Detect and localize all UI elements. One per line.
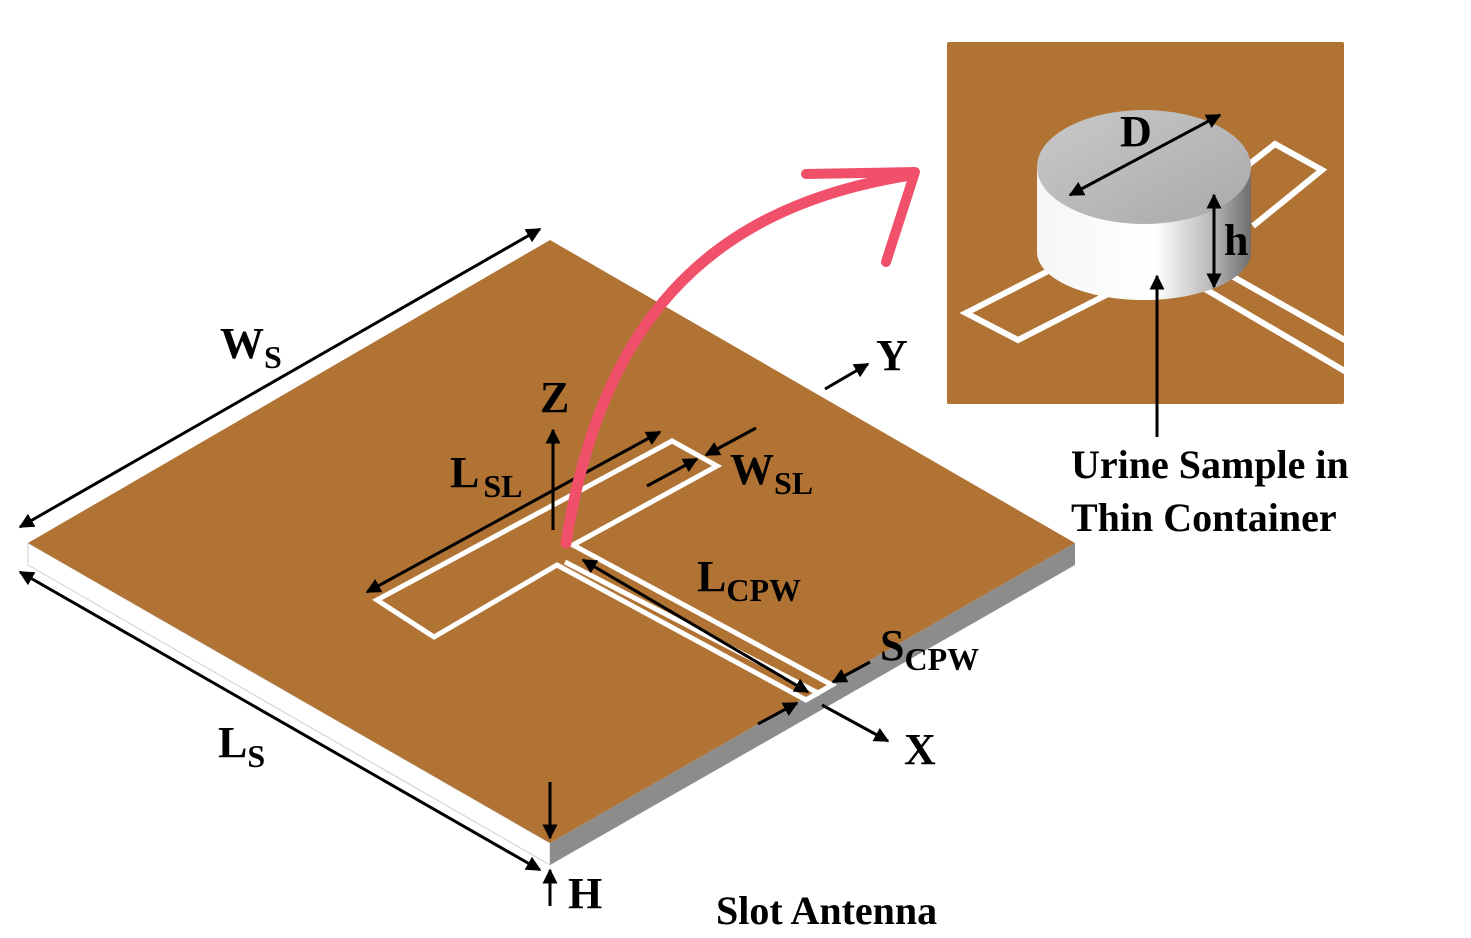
label-axis-y: Y bbox=[876, 331, 908, 380]
scpw-arrow-inner bbox=[757, 701, 799, 726]
label-lcpw: LCPW bbox=[697, 552, 801, 608]
zoom-arrow bbox=[560, 167, 920, 549]
label-axis-x: X bbox=[904, 725, 936, 774]
inset-slot-left bbox=[959, 262, 1112, 344]
diameter-arrow bbox=[1068, 113, 1222, 197]
inset-closeup bbox=[947, 42, 1344, 404]
zoom-arrow-head bbox=[801, 167, 920, 267]
label-ws: WS bbox=[220, 319, 282, 375]
label-axis-z: Z bbox=[540, 373, 569, 422]
wsl-arrow-outer bbox=[704, 426, 757, 457]
label-sample-line2: Thin Container bbox=[1071, 495, 1337, 540]
label-sample-line1: Urine Sample in bbox=[1071, 442, 1349, 487]
label-scpw: SCPW bbox=[880, 621, 979, 677]
ws-dimension-arrow bbox=[18, 227, 542, 529]
label-diameter: D bbox=[1120, 107, 1152, 156]
zoom-arrow-curve bbox=[560, 170, 911, 549]
label-wsl: WSL bbox=[730, 445, 813, 501]
lsl-dimension-arrow bbox=[365, 430, 662, 594]
scpw-arrow-outer bbox=[831, 660, 871, 684]
label-ls: LS bbox=[218, 718, 265, 774]
y-axis-arrow bbox=[824, 362, 870, 391]
substrate-right-face bbox=[550, 543, 1075, 865]
dimension-arrows bbox=[18, 227, 890, 906]
lcpw-dimension-arrow bbox=[581, 558, 810, 694]
wsl-arrow-inner bbox=[646, 457, 699, 488]
ls-dimension-arrow bbox=[18, 570, 542, 872]
x-axis-arrow bbox=[821, 703, 890, 743]
inset-slot-feed-outer bbox=[1198, 283, 1344, 375]
inset-slot-feed-inner bbox=[1228, 272, 1344, 344]
label-height: h bbox=[1224, 216, 1248, 265]
caption: Slot Antenna bbox=[716, 888, 937, 933]
label-thickness: H bbox=[568, 869, 602, 918]
